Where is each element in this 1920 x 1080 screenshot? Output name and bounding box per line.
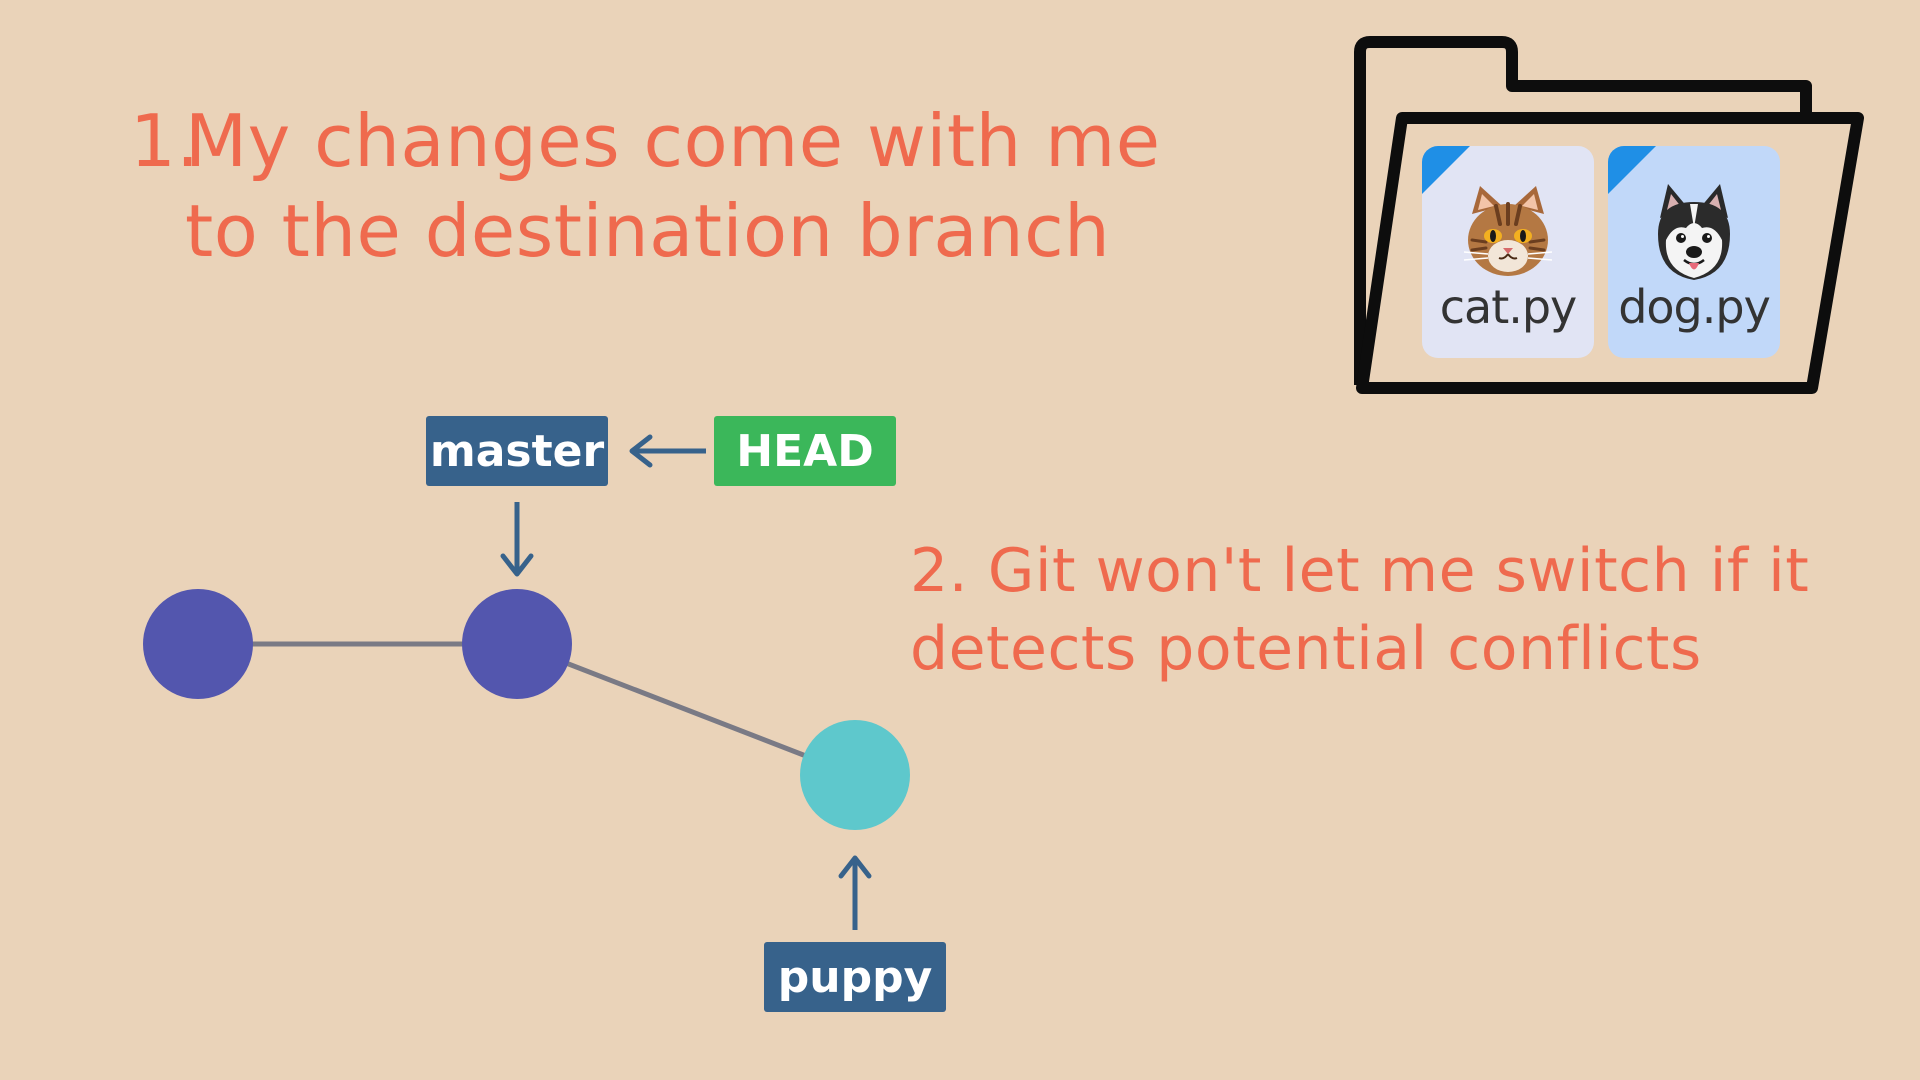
commit-3 [800,720,910,830]
file-name-dog: dog.py [1618,280,1771,334]
point-2-line-2: detects potential conflicts [910,614,1702,684]
arrow-left-icon [629,434,706,468]
file-dog-py: dog.py [1608,146,1780,358]
commit-2 [462,589,572,699]
husky-face-icon [1658,184,1730,280]
file-corner-icon [1422,146,1470,194]
head-pointer-label: HEAD [714,416,896,486]
arrow-up-icon [838,855,872,930]
file-name-cat: cat.py [1439,280,1578,334]
file-cat-py: cat.py [1422,146,1594,358]
commit-edge-2-3 [516,641,856,778]
point-2-heading: 2. Git won't let me switch if it detects… [910,532,1809,688]
folder-icon [1354,36,1864,394]
file-corner-icon [1608,146,1656,194]
master-branch-label: master [426,416,608,486]
arrow-down-icon [500,502,534,577]
cat-face-icon [1463,186,1553,276]
point-1-line-2: to the destination branch [185,189,1111,273]
point-1-line-1: 1.My changes come with me [130,96,1161,186]
puppy-branch-label: puppy [764,942,946,1012]
point-2-line-1: 2. Git won't let me switch if it [910,536,1810,606]
point-1-line-1-text: My changes come with me [185,99,1161,183]
commit-1 [143,589,253,699]
point-1-heading: 1.My changes come with me to the destina… [130,96,1161,276]
